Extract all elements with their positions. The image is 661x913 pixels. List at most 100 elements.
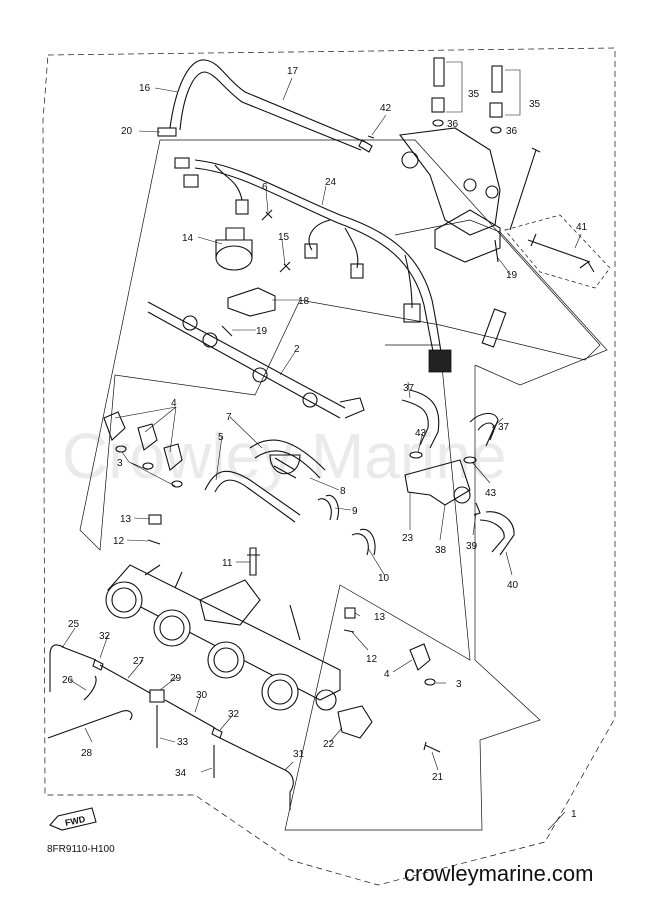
vapor-separator-group-outline	[394, 219, 608, 386]
callout-13a: 13	[120, 514, 132, 525]
callout-5: 5	[218, 432, 224, 443]
callout-36b: 36	[506, 126, 518, 137]
callout-35b: 35	[529, 99, 541, 110]
callout-26: 26	[62, 675, 74, 686]
hose-9	[317, 494, 340, 521]
pump-bracket	[434, 209, 501, 263]
hose-10	[351, 528, 376, 556]
callout-17: 17	[287, 66, 299, 77]
fwd-label: FWD	[64, 814, 87, 828]
hose-25	[49, 644, 97, 692]
callout-27: 27	[133, 656, 145, 667]
callout-32b: 32	[228, 709, 240, 720]
oring-43a	[409, 451, 423, 459]
pump-fitting-3	[485, 185, 499, 199]
oring-3b	[142, 462, 154, 470]
callout-8: 8	[340, 486, 346, 497]
sensor-14-body	[215, 227, 253, 258]
callout-12b: 12	[366, 654, 378, 665]
throttle-bore-2-in	[159, 615, 185, 641]
throttle-body-frame	[107, 564, 341, 701]
oring-3d	[424, 678, 436, 686]
joint-29	[149, 689, 165, 703]
plug-35b	[491, 65, 503, 93]
callout-3a: 3	[117, 458, 123, 469]
callout-1: 1	[571, 809, 577, 820]
throttle-bore-2	[153, 609, 191, 647]
long-bolt	[509, 147, 541, 231]
callout-16: 16	[139, 83, 151, 94]
rail-boss-2	[202, 332, 218, 348]
connector-g	[428, 349, 452, 373]
callout-38: 38	[435, 545, 447, 556]
oring-3a	[115, 445, 127, 453]
oring-43b	[463, 456, 477, 464]
throttle-linkage	[199, 579, 261, 626]
hose-28	[47, 710, 133, 739]
throttle-bore-1	[105, 581, 143, 619]
sensor-14	[215, 245, 253, 271]
rail-boss-1	[182, 315, 198, 331]
bracket-35b	[505, 69, 521, 116]
harness-branch-b	[308, 219, 331, 251]
oring-3c	[171, 480, 183, 488]
separator-38-outlet	[453, 486, 471, 504]
connector-c	[235, 199, 249, 215]
connector-b	[183, 174, 199, 188]
sensor-22	[337, 705, 373, 739]
callout-30: 30	[196, 690, 208, 701]
rail-boss-4	[302, 392, 318, 408]
callout-23: 23	[402, 533, 414, 544]
callout-4a: 4	[171, 398, 177, 409]
callout-21: 21	[432, 772, 444, 783]
callout-12a: 12	[113, 536, 125, 547]
watermark-text: Crowley Marine	[62, 420, 507, 492]
spring-35b	[489, 102, 503, 118]
callout-19a: 19	[256, 326, 268, 337]
callout-18: 18	[298, 296, 310, 307]
hose-26	[83, 675, 97, 701]
callout-35a: 35	[468, 89, 480, 100]
pump-fitting-2	[463, 178, 477, 192]
callout-43b: 43	[485, 488, 497, 499]
clip-12a	[147, 539, 161, 545]
hose-17	[169, 59, 366, 143]
callout-11: 11	[222, 558, 233, 569]
throttle-bore-1-in	[111, 587, 137, 613]
harness-branch-d	[404, 254, 413, 309]
throttle-bore-4	[261, 673, 299, 711]
callout-14: 14	[182, 233, 194, 244]
clip-42	[358, 135, 375, 153]
hose-5	[204, 470, 301, 523]
callout-20: 20	[121, 126, 133, 137]
callout-37b: 37	[498, 422, 510, 433]
hose-30	[164, 699, 216, 729]
callout-10: 10	[378, 573, 390, 584]
callout-36a: 36	[447, 119, 459, 130]
callout-34: 34	[175, 768, 187, 779]
fuel-rail-2-end	[339, 397, 365, 419]
injector-4c	[163, 443, 183, 471]
fuel-rail-2	[147, 301, 346, 419]
connector-a	[174, 157, 190, 169]
callout-33: 33	[177, 737, 189, 748]
callout-4b: 4	[384, 669, 390, 680]
joint-32a	[92, 659, 104, 671]
callout-6: 6	[262, 182, 268, 193]
throttle-shaft	[144, 564, 301, 641]
hose-37b-b	[477, 422, 495, 447]
callout-32a: 32	[99, 631, 111, 642]
harness-branch-a	[214, 164, 243, 201]
hose-17-inner	[179, 71, 362, 151]
callout-labels: 1 2 3 3 4 4 5 6 7 8 9 10 11 12 12 13 13 …	[62, 66, 588, 820]
injector-4a	[103, 411, 126, 441]
tb-port-right	[315, 689, 337, 711]
bracket-35a	[446, 61, 463, 113]
regulator-41	[527, 233, 595, 273]
connector-e	[350, 263, 364, 279]
bolt-19a	[221, 325, 233, 337]
bracket-18	[227, 287, 276, 317]
cap-13a	[148, 514, 162, 525]
leader-lines	[61, 77, 582, 831]
injector-4b	[137, 423, 158, 451]
